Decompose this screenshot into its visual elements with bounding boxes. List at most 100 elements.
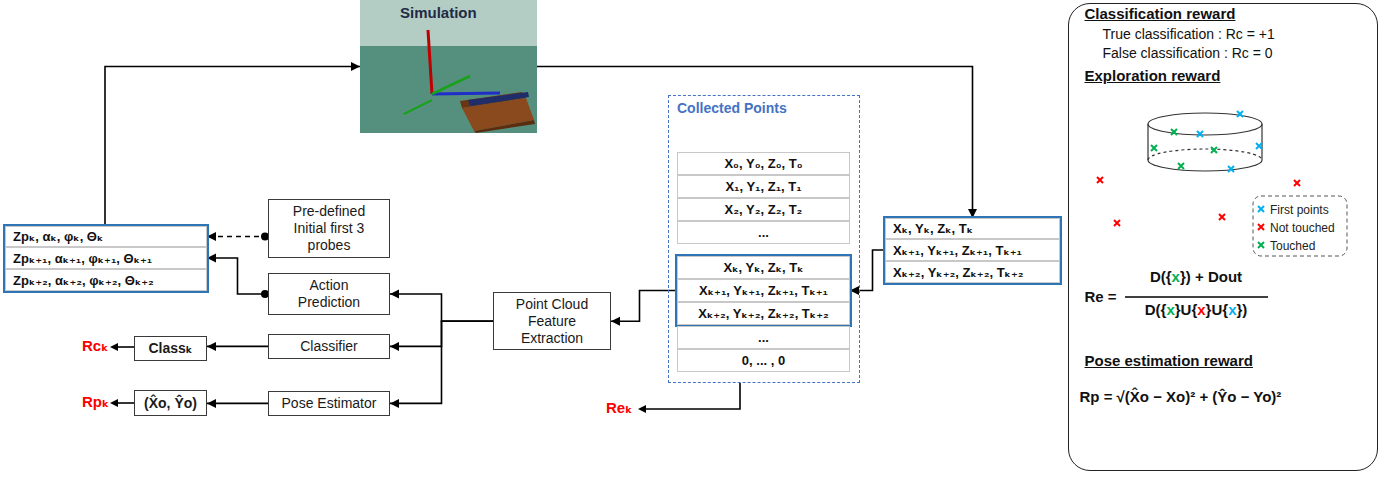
leader-arrow <box>646 383 740 409</box>
touched-mark <box>1178 163 1184 169</box>
connector <box>207 232 269 241</box>
table-row: X₂, Y₂, Z₂, T₂ <box>677 198 850 221</box>
object-strap <box>468 92 529 106</box>
node-label: Action Prediction <box>283 277 375 311</box>
process-box: Pose Estimator <box>268 391 390 416</box>
process-box: Point Cloud Feature Extraction <box>493 292 611 350</box>
formula-text: Re = <box>1085 288 1117 305</box>
node-label: Xₖ, Yₖ, Zₖ, Tₖ <box>893 221 973 236</box>
table-row: X₁, Y₁, Z₁, T₁ <box>677 175 850 198</box>
fraction-bar <box>1125 296 1268 298</box>
axis-y <box>432 76 470 94</box>
table-row: Zpₖ, αₖ, φₖ, Θₖ <box>5 226 207 247</box>
node-label: Xₖ₊₁, Yₖ₊₁, Zₖ₊₁, Tₖ₊₁ <box>893 243 1022 258</box>
connector-line <box>537 67 973 219</box>
arrow-head <box>351 62 360 71</box>
first-point-mark <box>1256 143 1262 149</box>
formula-text: Rp = √(X̂o − Xo)² + (Ŷo − Yo)² <box>1080 388 1282 405</box>
connector <box>207 342 268 351</box>
first-point-mark <box>1237 111 1243 117</box>
node-label: Classₖ <box>148 340 192 357</box>
touched-mark <box>1151 145 1157 151</box>
node-label: Zpₖ, αₖ, φₖ, Θₖ <box>13 229 103 244</box>
table-row: 0, ... , 0 <box>677 349 850 372</box>
legend-box <box>1253 196 1347 256</box>
simulation-view: Simulation <box>360 0 537 133</box>
node-label: 0, ... , 0 <box>742 353 785 368</box>
connector-line <box>390 321 493 403</box>
node-label: Pre-defined Initial first 3 probes <box>279 203 379 253</box>
reward-label: Rpₖ <box>82 393 109 411</box>
x-marks <box>1097 111 1300 226</box>
formula-text: D({x}) + Dout <box>1125 268 1268 285</box>
node-label: Simulation <box>400 4 477 21</box>
cylinder-top <box>1148 113 1262 135</box>
process-box: Classifier <box>268 334 390 359</box>
legend-sample <box>1258 242 1264 248</box>
axis-x <box>432 93 500 94</box>
arrow-head <box>207 342 216 351</box>
cylinder-bottom <box>1148 160 1262 171</box>
axis-z <box>428 30 432 94</box>
cylinder-side <box>1147 124 1148 160</box>
node-label: (X̂o, Ŷo) <box>144 395 197 412</box>
reward-label: Reₖ <box>606 399 632 417</box>
process-box: Pre-defined Initial first 3 probes <box>268 199 390 258</box>
table-frame <box>4 225 208 292</box>
node-label: Collected Points <box>677 100 787 116</box>
connector <box>390 290 493 322</box>
node-label: Xₖ₊₂, Yₖ₊₂, Zₖ₊₂, Tₖ₊₂ <box>698 306 829 321</box>
connector <box>207 399 268 408</box>
node-label: Pose Estimator <box>282 395 377 412</box>
legend-text: Not touched <box>1270 221 1335 235</box>
leader-arrow <box>116 346 134 348</box>
connector <box>850 250 885 295</box>
simulation-scene <box>360 0 537 133</box>
connector-line <box>207 403 268 405</box>
table-row: Xₖ₊₂, Yₖ₊₂, Zₖ₊₂, Tₖ₊₂ <box>885 261 1060 283</box>
node-label: X₀, Y₀, Z₀, T₀ <box>724 156 802 171</box>
first-point-mark <box>1228 166 1234 172</box>
section-heading: Pose estimation reward <box>1085 352 1253 369</box>
legend-frame <box>1253 196 1347 256</box>
formula-text: True classification : Rc = +1 <box>1103 26 1275 42</box>
node-label: ... <box>758 225 769 240</box>
arrow-head <box>638 405 646 413</box>
arrow-head <box>611 317 620 326</box>
section-heading: Classification reward <box>1085 5 1236 22</box>
connector <box>537 67 977 219</box>
formula-text: D({x}U{x}U{x}) <box>1125 301 1268 318</box>
arrow-head <box>207 399 216 408</box>
reward-label: Rcₖ <box>82 337 108 355</box>
first-point-mark <box>1197 131 1203 137</box>
node-label: Xₖ, Yₖ, Zₖ, Tₖ <box>724 260 804 275</box>
axis-y-back <box>404 100 432 114</box>
connector <box>207 254 269 299</box>
cylinder-bottom-hidden <box>1148 149 1262 160</box>
node-label: Xₖ₊₂, Yₖ₊₂, Zₖ₊₂, Tₖ₊₂ <box>893 265 1024 280</box>
connector-line <box>207 346 268 348</box>
connector-line <box>207 258 268 294</box>
table-row: Zpₖ₊₁, αₖ₊₁, φₖ₊₁, Θₖ₊₁ <box>5 247 207 269</box>
connector-line <box>390 294 493 321</box>
node-label: Zpₖ₊₁, αₖ₊₁, φₖ₊₁, Θₖ₊₁ <box>13 251 152 266</box>
arrow-head <box>390 399 399 408</box>
connector-line <box>207 236 268 238</box>
formula-text: False classification : Rc = 0 <box>1103 45 1273 61</box>
process-box: Action Prediction <box>268 273 390 315</box>
section-heading: Exploration reward <box>1085 67 1221 84</box>
output-box: (X̂o, Ŷo) <box>134 390 207 416</box>
touched-mark <box>1171 129 1177 135</box>
table-row: Xₖ₊₁, Yₖ₊₁, Zₖ₊₁, Tₖ₊₁ <box>677 279 850 302</box>
cylinder-side <box>1261 124 1262 160</box>
leader-arrow <box>116 402 134 404</box>
legend-text: First points <box>1270 203 1329 217</box>
table-row: ... <box>677 326 850 349</box>
node-label: Classifier <box>300 338 358 355</box>
table-row: Xₖ₊₂, Yₖ₊₂, Zₖ₊₂, Tₖ₊₂ <box>677 302 850 325</box>
table-row: Xₖ, Yₖ, Zₖ, Tₖ <box>677 256 850 279</box>
scene-sky <box>360 0 537 133</box>
connector <box>390 321 493 408</box>
cylinder-figure <box>1148 113 1262 171</box>
